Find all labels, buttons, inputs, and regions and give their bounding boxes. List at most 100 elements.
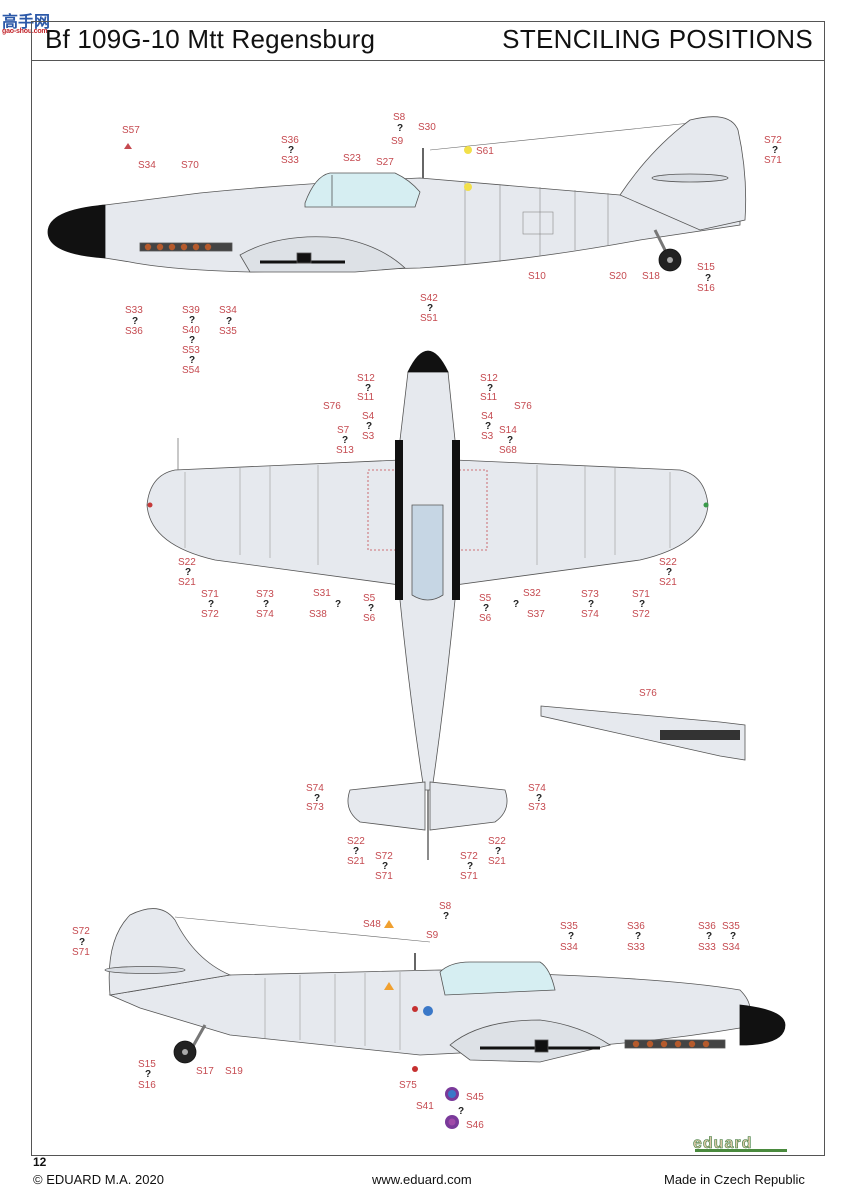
stencil-label: S21: [659, 577, 677, 588]
right-side-view: [104, 908, 786, 1129]
stencil-label: S51: [420, 313, 438, 324]
stencil-label: S10: [528, 271, 546, 282]
stencil-label: S12: [357, 373, 375, 384]
question-mark-separator: ?: [263, 599, 270, 610]
stencil-label: S74: [306, 783, 324, 794]
stencil-label: S11: [480, 392, 498, 403]
question-mark-separator: ?: [467, 861, 474, 872]
watermark-text: 高手网: [2, 14, 51, 31]
stencil-label: S41: [416, 1101, 434, 1112]
question-mark-separator: ?: [208, 599, 215, 610]
stencil-label: S22: [659, 557, 677, 568]
stencil-label: S39: [182, 305, 200, 316]
stencil-label: S76: [639, 688, 657, 699]
stencil-label: S76: [323, 401, 341, 412]
stencil-label: S54: [182, 365, 200, 376]
question-mark-separator: ?: [145, 1069, 152, 1080]
stencil-label: S71: [460, 871, 478, 882]
stencil-label: S6: [479, 613, 492, 624]
stencil-label: S21: [488, 856, 506, 867]
stencil-label: S33: [281, 155, 299, 166]
stencil-label: S72: [201, 609, 219, 620]
question-mark-separator: ?: [635, 931, 642, 942]
stencil-label: S42: [420, 293, 438, 304]
section-title: STENCILING POSITIONS: [502, 24, 813, 54]
stencil-label: S72: [764, 135, 782, 146]
question-mark-separator: ?: [705, 273, 712, 284]
stencil-label: S20: [609, 271, 627, 282]
question-mark-separator: ?: [226, 316, 233, 327]
stencil-label: S35: [219, 326, 237, 337]
question-mark-separator: ?: [397, 123, 404, 134]
question-mark-separator: ?: [185, 567, 192, 578]
stencil-label: S13: [336, 445, 354, 456]
page-number: 12: [33, 1155, 47, 1169]
stencil-label: S6: [363, 613, 376, 624]
question-mark-separator: ?: [507, 435, 514, 446]
stencil-label: S33: [125, 305, 143, 316]
stencil-label: S57: [122, 125, 140, 136]
website-link[interactable]: www.eduard.com: [372, 1172, 472, 1187]
stencil-label: S31: [313, 588, 331, 599]
question-mark-separator: ?: [189, 355, 196, 366]
stencil-label: S9: [391, 136, 404, 147]
stencil-label: S73: [528, 802, 546, 813]
question-mark-separator: ?: [288, 145, 295, 156]
stencil-label: S73: [306, 802, 324, 813]
stencil-label: S17: [196, 1066, 214, 1077]
stencil-label: S22: [347, 836, 365, 847]
question-mark-separator: ?: [666, 567, 673, 578]
stencil-label: S16: [697, 283, 715, 294]
question-mark-separator: ?: [314, 793, 321, 804]
stencil-label: S74: [581, 609, 599, 620]
stencil-label: S5: [479, 593, 492, 604]
stencil-label: S74: [528, 783, 546, 794]
stencil-label: S36: [125, 326, 143, 337]
stencil-label: S76: [514, 401, 532, 412]
stencil-label: S75: [399, 1080, 417, 1091]
stencil-label: S36: [627, 921, 645, 932]
question-mark-separator: ?: [495, 846, 502, 857]
stencil-label: S11: [357, 392, 375, 403]
question-mark-separator: ?: [427, 303, 434, 314]
made-in: Made in Czech Republic: [664, 1172, 805, 1187]
stencil-label: S35: [560, 921, 578, 932]
title-bar: Bf 109G-10 Mtt Regensburg STENCILING POS…: [31, 21, 825, 61]
stencil-label: S8: [393, 112, 406, 123]
question-mark-separator: ?: [189, 315, 196, 326]
stencil-label: S34: [219, 305, 237, 316]
stencil-label: S34: [138, 160, 156, 171]
stencil-label: S71: [72, 947, 90, 958]
question-mark-separator: ?: [639, 599, 646, 610]
stencil-label: S22: [488, 836, 506, 847]
stencil-label: S38: [309, 609, 327, 620]
question-mark-separator: ?: [342, 435, 349, 446]
stencil-label: S33: [627, 942, 645, 953]
stencil-label: S21: [347, 856, 365, 867]
stencil-label: S34: [560, 942, 578, 953]
question-mark-separator: ?: [730, 931, 737, 942]
stencil-label: S61: [476, 146, 494, 157]
question-mark-separator: ?: [485, 421, 492, 432]
stencil-label: S71: [632, 589, 650, 600]
stencil-label: S71: [764, 155, 782, 166]
question-mark-separator: ?: [706, 931, 713, 942]
stencil-label: S34: [722, 942, 740, 953]
top-view: [146, 350, 709, 860]
stencil-label: S70: [181, 160, 199, 171]
question-mark-separator: ?: [568, 931, 575, 942]
question-mark-separator: ?: [368, 603, 375, 614]
stencil-label: S4: [481, 411, 494, 422]
stencil-label: S22: [178, 557, 196, 568]
stencil-label: S23: [343, 153, 361, 164]
stencil-label: S40: [182, 325, 200, 336]
question-mark-separator: ?: [458, 1106, 465, 1117]
stencil-label: S8: [439, 901, 452, 912]
aircraft-title: Bf 109G-10 Mtt Regensburg: [45, 24, 376, 54]
stencil-label: S48: [363, 919, 381, 930]
eduard-logo-underline: [695, 1149, 787, 1152]
stencil-label: S7: [337, 425, 350, 436]
stencil-label: S33: [698, 942, 716, 953]
stencil-label: S30: [418, 122, 436, 133]
